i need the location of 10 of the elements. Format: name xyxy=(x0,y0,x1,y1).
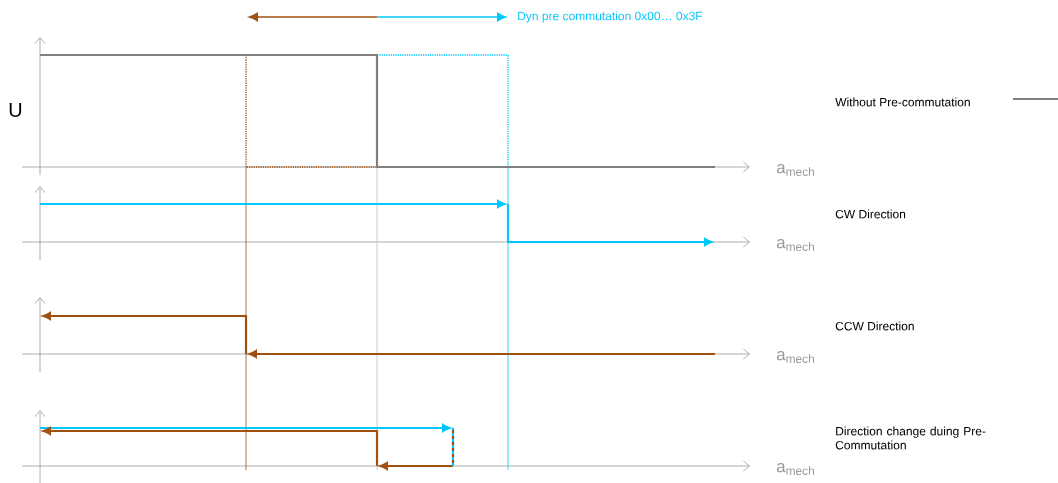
axis-label: U xyxy=(9,103,22,117)
axis-label: a$_{mech}$ xyxy=(776,164,814,176)
curve-label: Without Pre-commutation xyxy=(835,97,970,107)
range-label: Dyn pre commutation 0x00… 0x3F xyxy=(518,11,703,23)
curve-label: CW Direction xyxy=(835,209,906,219)
axis-label: a$_{mech}$ xyxy=(776,239,814,251)
axis-label: a$_{mech}$ xyxy=(776,463,814,475)
curve-label: CCW Direction xyxy=(835,321,914,331)
axis-label: a$_{mech}$ xyxy=(776,351,814,363)
curve-label: Direction change duing Pre-Commutation xyxy=(835,426,986,450)
